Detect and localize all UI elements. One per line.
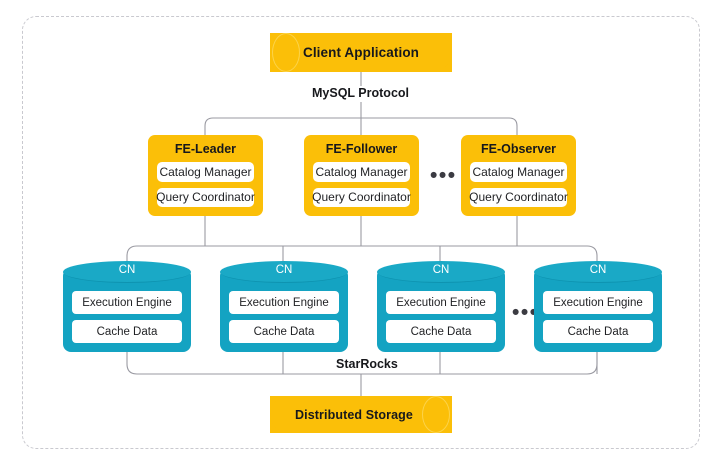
fe-leader-slot-catalog-manager[interactable]: Catalog Manager [157,162,254,182]
fe-observer-slot-catalog-manager[interactable]: Catalog Manager [470,162,567,182]
cn-3-slot-cache-data[interactable]: Cache Data [386,320,496,343]
cn-1-title: CN [118,264,136,276]
client-cylinder-body [270,33,452,72]
cn-1-cylinder-top [63,261,191,283]
starrocks-system-label: StarRocks [330,357,404,371]
fe-node-follower[interactable]: FE-Follower Catalog Manager Query Coordi… [304,135,419,216]
storage-cylinder-body [270,396,452,433]
fe-ellipsis: ••• [430,164,457,187]
cn-3-slot-execution-engine[interactable]: Execution Engine [386,291,496,314]
cn-node-3[interactable]: CN Execution Engine Cache Data [377,261,505,352]
cn-ellipsis: ••• [512,301,539,324]
client-application-label: Client Application [302,45,420,60]
storage-cylinder-cap [422,396,450,433]
fe-follower-title: FE-Follower [325,142,398,156]
cn-4-title: CN [589,264,607,276]
cn-2-title: CN [275,264,293,276]
cn-4-slots: Execution Engine Cache Data [543,291,653,343]
cn-4-cylinder-top [534,261,662,283]
distributed-storage-node[interactable]: Distributed Storage [270,396,452,433]
cn-node-4[interactable]: CN Execution Engine Cache Data [534,261,662,352]
cn-2-cylinder-top [220,261,348,283]
cn-1-slot-cache-data[interactable]: Cache Data [72,320,182,343]
mysql-protocol-label: MySQL Protocol [306,86,416,100]
cn-4-slot-execution-engine[interactable]: Execution Engine [543,291,653,314]
cn-2-slot-cache-data[interactable]: Cache Data [229,320,339,343]
fe-leader-slot-query-coordinator[interactable]: Query Coordinator [156,187,255,207]
fe-node-observer[interactable]: FE-Observer Catalog Manager Query Coordi… [461,135,576,216]
fe-leader-title: FE-Leader [174,142,237,156]
cn-1-slots: Execution Engine Cache Data [72,291,182,343]
fe-observer-title: FE-Observer [480,142,557,156]
cn-2-slots: Execution Engine Cache Data [229,291,339,343]
distributed-storage-label: Distributed Storage [295,407,413,422]
cn-3-slots: Execution Engine Cache Data [386,291,496,343]
cn-node-1[interactable]: CN Execution Engine Cache Data [63,261,191,352]
fe-observer-slot-query-coordinator[interactable]: Query Coordinator [469,187,568,207]
cn-node-2[interactable]: CN Execution Engine Cache Data [220,261,348,352]
system-boundary-frame [22,16,700,449]
fe-node-leader[interactable]: FE-Leader Catalog Manager Query Coordina… [148,135,263,216]
cn-3-title: CN [432,264,450,276]
client-application-node[interactable]: Client Application [270,33,452,72]
cn-4-slot-cache-data[interactable]: Cache Data [543,320,653,343]
fe-follower-slot-catalog-manager[interactable]: Catalog Manager [313,162,410,182]
cn-1-slot-execution-engine[interactable]: Execution Engine [72,291,182,314]
client-cylinder-cap [272,33,300,72]
fe-follower-slot-query-coordinator[interactable]: Query Coordinator [312,187,411,207]
cn-2-slot-execution-engine[interactable]: Execution Engine [229,291,339,314]
cn-3-cylinder-top [377,261,505,283]
